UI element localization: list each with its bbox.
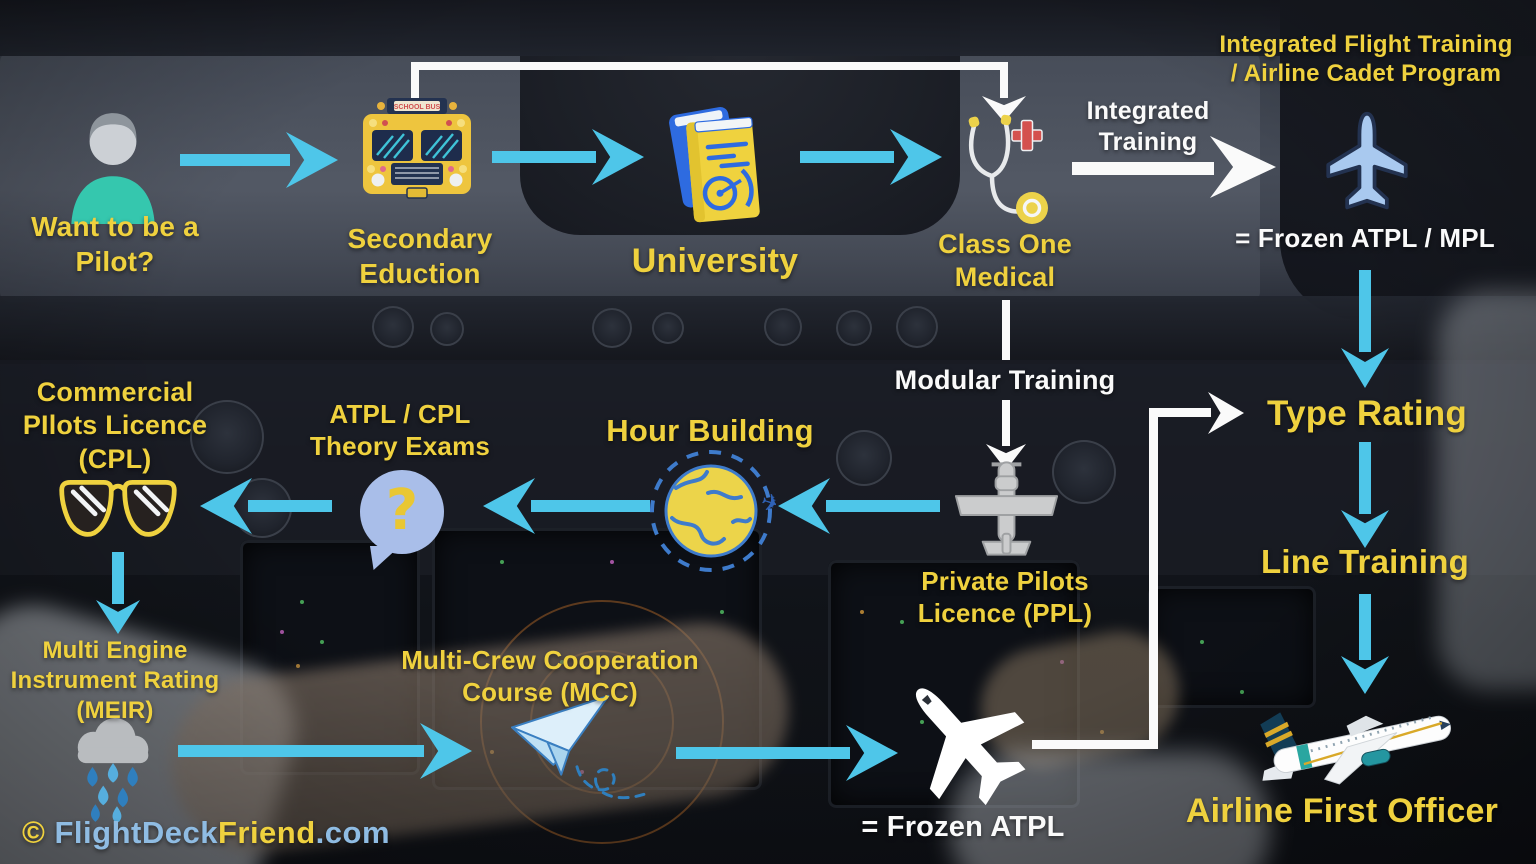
watermark-dotcom: .com — [315, 815, 391, 850]
right-cluster-gauge — [1052, 440, 1116, 504]
skip-connector-vertical — [1000, 62, 1008, 98]
label-line-training: Line Training — [1261, 543, 1469, 580]
label-modular-training: Modular Training — [894, 365, 1116, 395]
l-connector-arrowhead-icon — [1208, 392, 1244, 434]
label-airline-first-officer: Airline First Officer — [1185, 792, 1499, 830]
arrow-cpl-to-meir-icon — [96, 552, 140, 634]
arrow-meir-to-mcc-icon — [178, 722, 472, 780]
watermark-friend: Friend — [217, 815, 316, 850]
instrument-lights-warm — [280, 630, 284, 634]
label-frozen-atpl: = Frozen ATPL — [861, 811, 1065, 843]
arrow-linetraining-to-firstofficer-icon — [1341, 594, 1389, 694]
l-connector-top — [1149, 408, 1211, 417]
panel-gauge — [836, 310, 872, 346]
label-mcc: Multi-Crew Cooperation Course (MCC) — [401, 645, 699, 708]
panel-gauge — [896, 306, 938, 348]
arrow-secondary-to-university-icon — [492, 127, 644, 187]
modular-line-upper — [1002, 300, 1010, 360]
arrow-mcc-to-frozenatpl-icon — [676, 724, 898, 782]
label-integrated-program: Integrated Flight Training / Airline Cad… — [1219, 31, 1513, 88]
arrow-theory-to-cpl-icon — [200, 477, 332, 535]
panel-gauge — [430, 312, 464, 346]
integrated-program-plane-icon — [1326, 111, 1408, 210]
arrow-hourbuilding-to-theory-icon — [483, 477, 650, 535]
question-mark-glyph: ? — [385, 477, 419, 543]
label-cpl: Commercial PIlots Licence (CPL) — [22, 377, 208, 474]
watermark-flightdeckfriend: © FlightDeckFriend.com — [22, 815, 390, 851]
label-frozen-atpl-mpl: = Frozen ATPL / MPL — [1235, 223, 1495, 253]
label-secondary-education: Secondary Eduction — [347, 223, 493, 289]
right-pilot-shirt — [1438, 290, 1536, 690]
arrow-mpl-to-typerating-icon — [1341, 270, 1389, 388]
skip-connector-horizontal — [411, 62, 1008, 70]
panel-gauge — [372, 306, 414, 348]
label-ppl: Private Pilots Licence (PPL) — [917, 566, 1093, 629]
rain-drops — [87, 763, 138, 822]
meir-rain-cloud-icon — [77, 718, 149, 822]
label-integrated-training: Integrated Training — [1086, 97, 1210, 156]
l-connector-bottom — [1032, 740, 1158, 749]
watermark-flightdeck: FlightDeck — [54, 815, 218, 850]
arrow-ppl-to-hourbuilding-icon — [778, 477, 940, 535]
ppl-plane-icon — [954, 461, 1059, 556]
hour-building-globe-icon: ✈ — [650, 450, 776, 572]
school-bus-sign-text: SCHOOL BUS — [394, 104, 441, 111]
stethoscope-icon — [968, 114, 1048, 224]
left-cluster-gauge — [190, 400, 264, 474]
modular-line-lower — [1002, 400, 1010, 446]
label-university: University — [631, 242, 799, 280]
cpl-sunglasses-icon — [59, 479, 177, 537]
school-bus-icon: SCHOOL BUS — [363, 98, 471, 199]
panel-gauge — [592, 308, 632, 348]
theory-question-bubble-icon: ? — [360, 470, 444, 554]
right-cluster-gauge — [836, 430, 892, 486]
arrow-start-to-secondary-icon — [180, 130, 338, 190]
label-theory-exams: ATPL / CPL Theory Exams — [309, 399, 491, 462]
label-meir: Multi Engine Instrument Rating (MEIR) — [10, 637, 220, 724]
book-icon — [669, 106, 760, 223]
label-want-to-be-pilot: Want to be a Pilot? — [31, 211, 199, 277]
watermark-copyright-symbol: © — [22, 815, 55, 850]
airline-first-officer-plane-icon — [1260, 712, 1451, 785]
label-class-one-medical: Class One Medical — [938, 229, 1072, 293]
frozen-atpl-jet-icon — [915, 688, 1026, 806]
person-icon — [71, 113, 155, 224]
panel-gauge — [652, 312, 684, 344]
arrow-university-to-medical-icon — [800, 127, 942, 187]
arrow-typerating-to-linetraining-icon — [1341, 442, 1389, 548]
globe-plane-glyph-icon: ✈ — [757, 488, 776, 520]
label-type-rating: Type Rating — [1267, 394, 1467, 433]
panel-gauge — [764, 308, 802, 346]
l-connector-vertical — [1149, 408, 1158, 749]
instrument-lights-green — [300, 600, 304, 604]
label-hour-building: Hour Building — [606, 413, 814, 448]
